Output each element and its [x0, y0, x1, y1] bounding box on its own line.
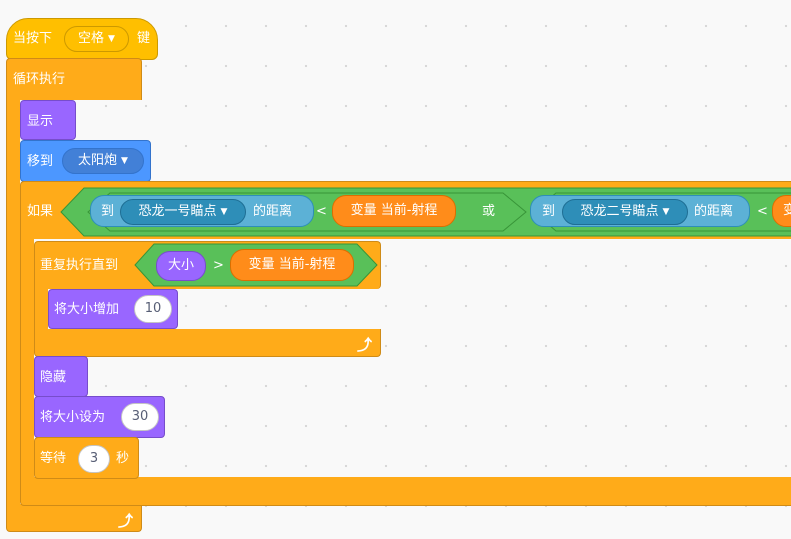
repeat-until-footer [34, 329, 381, 357]
repeat-until-arm [34, 287, 48, 331]
chevron-down-icon: ▼ [220, 207, 228, 217]
variable-prefix-3: 变量 [248, 257, 275, 272]
chevron-down-icon: ▼ [662, 207, 670, 217]
less-than-operator-1: < [316, 204, 327, 219]
hide-label: 隐藏 [40, 370, 67, 385]
set-size-value: 30 [131, 409, 149, 424]
distance-suffix-1: 的距离 [253, 204, 293, 219]
if-label: 如果 [27, 204, 54, 219]
chevron-down-icon: ▼ [108, 34, 115, 44]
forever-label: 循环执行 [13, 72, 66, 87]
wait-seconds-value: 3 [89, 451, 99, 466]
set-size-label: 将大小设为 [40, 410, 106, 425]
distance-target-dropdown-2[interactable]: 恐龙二号瞄点▼ [562, 199, 688, 225]
repeat-loop-arrow-icon: ⤴ [357, 336, 373, 354]
distance-to-label-2: 到 [542, 204, 556, 219]
distance-target-label-2: 恐龙二号瞄点 [580, 204, 659, 219]
loop-arrow-icon: ⤴ [118, 512, 134, 530]
hat-suffix-label: 键 [137, 31, 151, 46]
wait-block[interactable] [34, 437, 139, 479]
change-size-label: 将大小增加 [54, 302, 120, 317]
variable-name-1: 当前-射程 [380, 203, 438, 218]
size-reporter-label: 大小 [167, 258, 194, 273]
if-block-arm [20, 237, 34, 479]
wait-unit-label: 秒 [116, 451, 130, 466]
size-reporter[interactable]: 大小 [156, 251, 206, 281]
forever-block-footer [6, 504, 142, 532]
distance-suffix-2: 的距离 [694, 204, 734, 219]
show-label: 显示 [27, 114, 54, 129]
change-size-input[interactable]: 10 [134, 295, 172, 323]
key-dropdown-label: 空格 [78, 31, 105, 46]
variable-prefix-1: 变量 [350, 203, 377, 218]
distance-target-dropdown-1[interactable]: 恐龙一号瞄点▼ [120, 199, 246, 225]
distance-to-label-1: 到 [101, 204, 115, 219]
forever-block-arm [6, 98, 20, 506]
distance-target-label-1: 恐龙一号瞄点 [138, 204, 217, 219]
hat-prefix-label: 当按下 [13, 31, 53, 46]
forever-block[interactable] [6, 58, 142, 100]
hide-block[interactable] [34, 356, 88, 397]
or-operator-label: 或 [482, 204, 496, 219]
wait-label: 等待 [40, 451, 67, 466]
variable-range-reporter-2[interactable]: 变 [772, 195, 791, 227]
change-size-value: 10 [144, 301, 162, 316]
greater-than-operator: > [213, 258, 224, 273]
go-to-target-dropdown[interactable]: 太阳炮▼ [62, 148, 144, 174]
variable-prefix-2: 变 [783, 203, 791, 218]
wait-seconds-input[interactable]: 3 [78, 445, 110, 473]
chevron-down-icon: ▼ [121, 156, 128, 166]
go-to-label: 移到 [27, 154, 54, 169]
repeat-until-label: 重复执行直到 [40, 258, 119, 273]
variable-name-3: 当前-射程 [278, 257, 336, 272]
set-size-input[interactable]: 30 [121, 403, 159, 431]
less-than-operator-2: < [757, 204, 768, 219]
variable-range-reporter-1[interactable]: 变量 当前-射程 [332, 195, 456, 227]
variable-range-reporter-3[interactable]: 变量 当前-射程 [230, 249, 354, 281]
go-to-target-label: 太阳炮 [78, 153, 118, 168]
if-block-footer [20, 477, 791, 506]
show-block[interactable] [20, 100, 76, 140]
key-dropdown[interactable]: 空格▼ [64, 26, 129, 52]
